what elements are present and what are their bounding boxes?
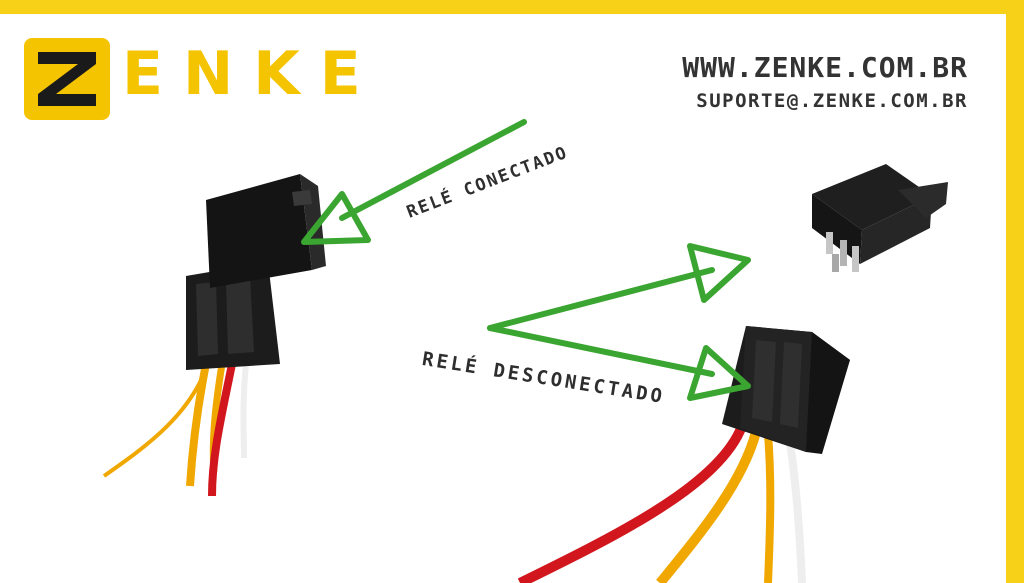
connected-relay-assembly <box>102 174 326 497</box>
wire-yellow-2b <box>764 433 775 583</box>
relay-cap <box>206 174 312 288</box>
wire-red <box>208 363 236 497</box>
arrow-to-socket <box>487 325 751 401</box>
wire-yellow-left <box>186 363 210 487</box>
wire-white <box>240 363 249 459</box>
arrow-to-relay <box>487 243 751 331</box>
email-text: SUPORTE@.ZENKE.COM.BR <box>696 90 968 112</box>
wire-yellow-2a <box>656 430 761 583</box>
product-illustration <box>102 119 948 583</box>
arrow-connected <box>301 119 527 245</box>
logo-badge: Z <box>24 38 110 120</box>
wire-white-2 <box>786 441 806 583</box>
contact-block: WWW.ZENKE.COM.BR SUPORTE@.ZENKE.COM.BR <box>682 50 968 116</box>
detached-socket-assembly <box>517 326 850 583</box>
website-text: WWW.ZENKE.COM.BR <box>682 51 968 84</box>
brand-name: ENKE <box>122 39 381 109</box>
detached-relay <box>812 164 948 272</box>
z-logo-icon: Z <box>38 52 96 106</box>
wire-red-2 <box>517 424 747 583</box>
